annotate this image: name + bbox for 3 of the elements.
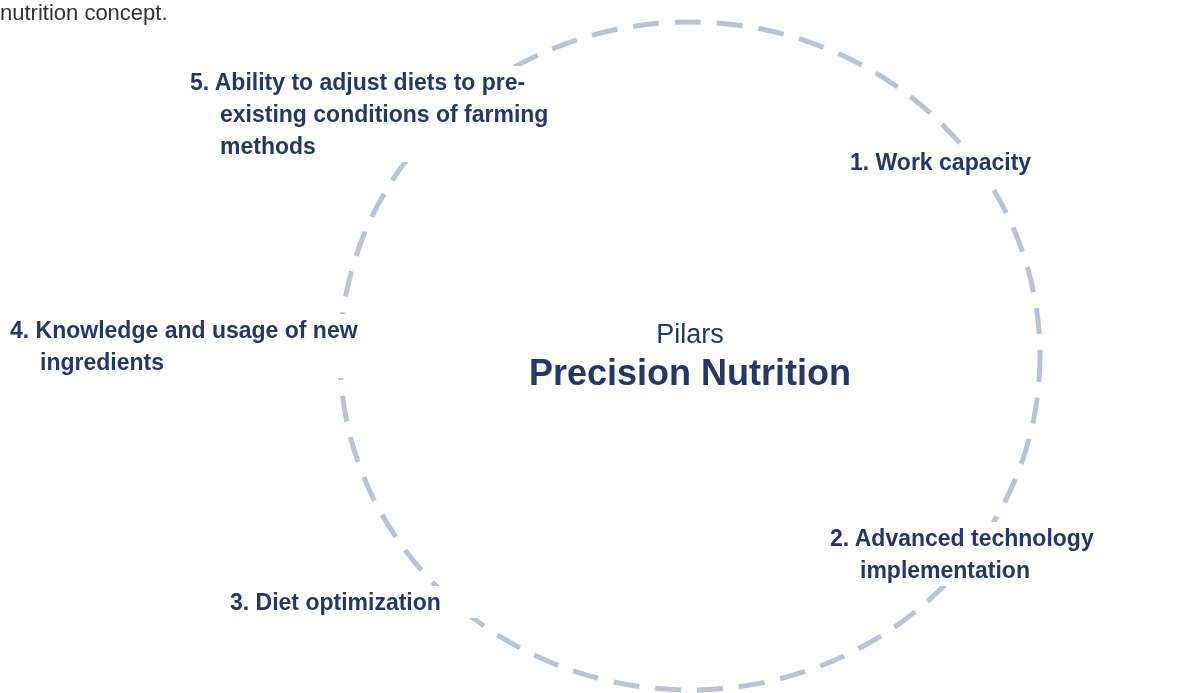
center-title: Precision Nutrition: [528, 351, 852, 395]
subtitle: Pilars: [655, 318, 725, 350]
note-text: nutrition concept.: [0, 0, 168, 26]
